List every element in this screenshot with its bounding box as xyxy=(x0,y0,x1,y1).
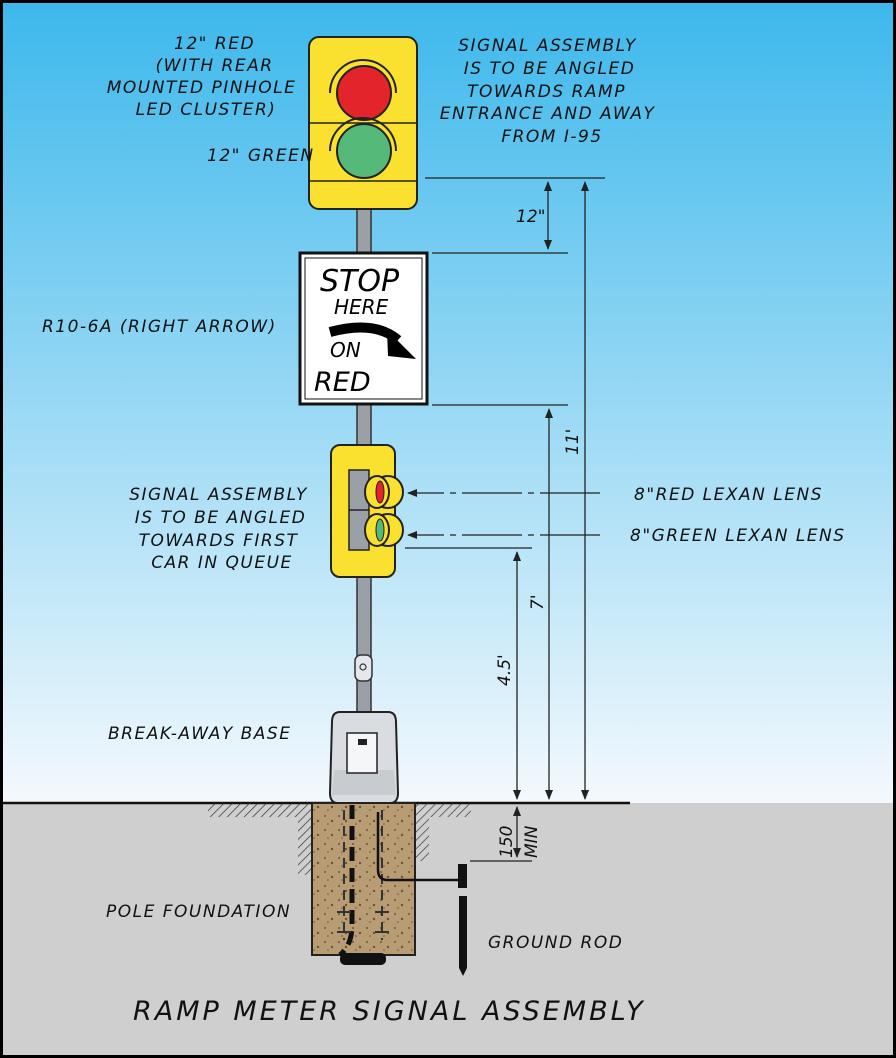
soil-hatch-side-right xyxy=(415,817,429,861)
sign-line-here: HERE xyxy=(334,295,389,319)
note-lower-line-2: IS TO BE ANGLED xyxy=(135,508,307,528)
sign-line-red: RED xyxy=(314,367,371,398)
diagram-title: RAMP METER SIGNAL ASSEMBLY xyxy=(133,996,646,1027)
red-visor xyxy=(329,59,397,94)
conduit xyxy=(338,805,355,957)
sky-background xyxy=(3,3,893,803)
pole-handhole xyxy=(354,654,373,682)
soil-hatch-side-left xyxy=(298,817,312,875)
note-top-line-4: ENTRANCE AND AWAY xyxy=(440,104,656,124)
top-signal-red-label: 12" RED (WITH REAR MOUNTED PINHOLE LED C… xyxy=(107,34,304,120)
dim-12in-label: 12" xyxy=(516,207,545,227)
breakaway-label: BREAK-AWAY BASE xyxy=(108,724,291,744)
dim-7ft-label: 7' xyxy=(528,595,548,611)
ground-rod-clamp xyxy=(458,864,467,888)
top-red-lens xyxy=(336,65,392,121)
dim-150-label: 150 xyxy=(497,826,517,858)
sign-line-stop: STOP xyxy=(320,264,400,299)
red-lens-label: 8"RED LEXAN LENS xyxy=(634,485,823,505)
ground-wire xyxy=(376,812,460,882)
note-top-line-3: TOWARDS RAMP xyxy=(467,82,626,102)
note-top-line-1: SIGNAL ASSEMBLY xyxy=(458,36,637,56)
sign-name-label: R10-6A (RIGHT ARROW) xyxy=(42,317,277,337)
top-signal-green-label: 12" GREEN xyxy=(207,146,315,166)
red-label-line-1: 12" RED xyxy=(174,34,255,54)
foundation-bottom-cap xyxy=(340,953,386,965)
red-label-line-4: LED CLUSTER) xyxy=(136,100,277,120)
dim-min-label: MIN xyxy=(522,825,542,858)
top-green-lens xyxy=(336,123,392,179)
soil-hatch-left xyxy=(208,803,312,817)
angle-note-top: SIGNAL ASSEMBLY IS TO BE ANGLED TOWARDS … xyxy=(440,36,663,147)
ground-area xyxy=(3,803,893,1055)
note-lower-line-4: CAR IN QUEUE xyxy=(151,553,293,573)
dim-11ft-label: 11' xyxy=(563,429,583,455)
sign-line-on: ON xyxy=(330,338,361,362)
base-shadow xyxy=(332,770,396,795)
angle-note-lower: SIGNAL ASSEMBLY IS TO BE ANGLED TOWARDS … xyxy=(129,485,315,573)
dim-4-5ft-label: 4.5' xyxy=(495,654,515,686)
base-door-latch xyxy=(358,739,367,745)
ground-rod xyxy=(459,896,467,976)
note-top-line-2: IS TO BE ANGLED xyxy=(464,59,636,79)
green-visor xyxy=(329,117,397,152)
note-lower-line-3: TOWARDS FIRST xyxy=(139,531,299,551)
red-label-line-3: MOUNTED PINHOLE xyxy=(107,78,297,98)
lower-green-lens xyxy=(375,518,385,542)
note-top-line-5: FROM I-95 xyxy=(501,127,602,147)
note-lower-line-1: SIGNAL ASSEMBLY xyxy=(129,485,308,505)
foundation-label: POLE FOUNDATION xyxy=(106,902,291,922)
lower-red-lens xyxy=(375,480,385,504)
sign-inner-border xyxy=(304,257,423,400)
soil-hatch-right xyxy=(415,803,471,817)
red-label-line-2: (WITH REAR xyxy=(156,56,274,76)
right-arrow-icon xyxy=(328,322,416,359)
ground-rod-label: GROUND ROD xyxy=(488,933,623,953)
green-lens-label: 8"GREEN LEXAN LENS xyxy=(630,526,846,546)
bolt-plates xyxy=(337,911,389,933)
handhole-bolt xyxy=(359,663,367,671)
